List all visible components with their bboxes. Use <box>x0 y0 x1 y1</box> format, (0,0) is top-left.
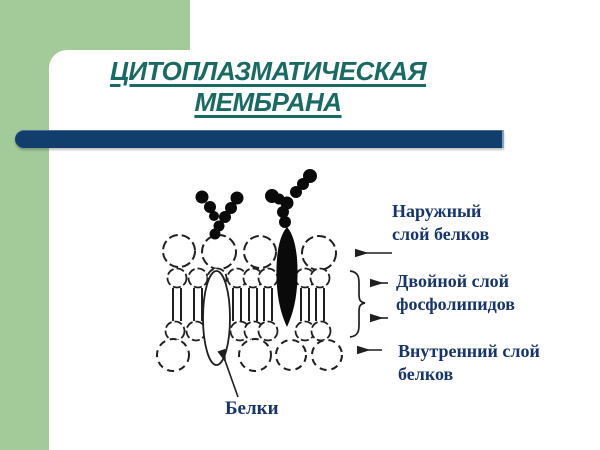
integral-protein-black <box>276 227 298 327</box>
label-phospholipid-bilayer: Двойной слой фосфолипидов <box>396 271 516 314</box>
green-accent-left-column <box>0 0 49 450</box>
glycoprotein-chain-right <box>265 169 317 228</box>
channel-protein-ellipse <box>202 270 231 366</box>
proteins-pointer-arrow <box>217 348 239 398</box>
annotation-arrows <box>355 248 392 355</box>
outer-protein-circles <box>162 234 337 271</box>
label-proteins: Белки <box>225 398 279 419</box>
phospholipid-heads-top <box>166 267 331 289</box>
label-inner-protein-layer: Внутренний слой белков <box>398 341 540 384</box>
label-outer-protein-layer: Наружный слой белков <box>392 201 490 244</box>
divider-bar <box>15 130 504 148</box>
inner-protein-circles <box>156 338 343 372</box>
glycoprotein-chain-left <box>195 190 244 240</box>
slide-title: ЦИТОПЛАЗМАТИЧЕСКАЯ МЕМБРАНА <box>109 56 427 117</box>
bilayer-brace <box>349 270 366 338</box>
phospholipid-heads-bottom <box>164 320 332 342</box>
phospholipid-tails <box>172 288 325 321</box>
phospholipid-bilayer <box>164 267 332 342</box>
